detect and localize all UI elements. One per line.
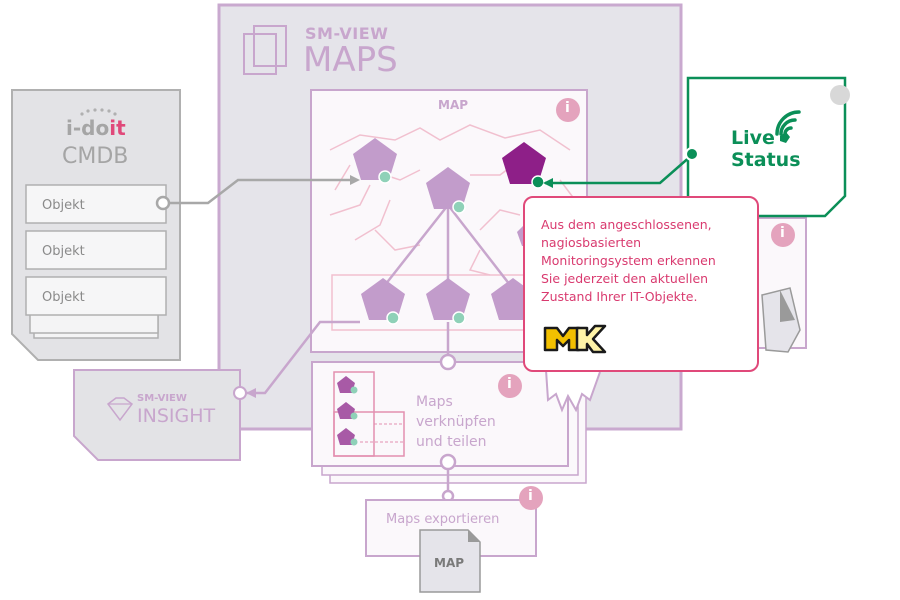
- tooltip-line: Zustand Ihrer IT-Objekte.: [541, 289, 698, 304]
- i-doit-logo-accent: it: [109, 116, 126, 140]
- insight-connector: [233, 320, 360, 400]
- cmdb-panel: [11, 89, 181, 361]
- cmdb-object-3: [25, 276, 167, 316]
- info-icons: [498, 85, 850, 510]
- link-share-line2: verknüpfen: [416, 414, 496, 430]
- tooltip-line: Aus dem angeschlossenen,: [541, 217, 712, 232]
- maps-title: MAPS: [303, 40, 398, 80]
- map-label: MAP: [438, 98, 469, 112]
- live-status-line1: Live: [731, 127, 775, 149]
- info-icon[interactable]: i: [528, 488, 533, 504]
- cmdb-connector: [155, 175, 360, 211]
- ribbon-icon: [545, 369, 601, 413]
- maps-prefix: SM-VIEW: [305, 24, 389, 43]
- export-box: [365, 499, 537, 593]
- map-node: [426, 278, 470, 320]
- cmdb-object-label[interactable]: Objekt: [42, 244, 85, 259]
- tooltip-line: Monitoringsystem erkennen: [541, 253, 716, 268]
- i-doit-logo: i-doit: [66, 116, 126, 140]
- insight-title: INSIGHT: [137, 405, 216, 427]
- cmdb-object-label[interactable]: Objekt: [42, 290, 85, 305]
- live-status-line2: Status: [731, 149, 801, 171]
- tooltip-line: nagiosbasierten: [541, 235, 642, 250]
- map-node: [361, 278, 405, 320]
- link-share-line1: Maps: [416, 394, 453, 410]
- insight-prefix: SM-VIEW: [137, 393, 187, 404]
- cmdb-object-label[interactable]: Objekt: [42, 198, 85, 213]
- monitoring-tooltip: Aus dem angeschlossenen, nagiosbasierten…: [523, 196, 759, 372]
- live-status-box: [686, 76, 847, 218]
- live-connector: [543, 147, 699, 188]
- map-node-alert: [502, 142, 546, 184]
- info-icon[interactable]: i: [507, 376, 512, 392]
- cmdb-title: CMDB: [62, 144, 129, 169]
- export-label[interactable]: Maps exportieren: [386, 512, 500, 527]
- i-doit-logo-text: i-do: [66, 116, 110, 140]
- cmdb-object-1: [25, 184, 167, 224]
- export-doc-label: MAP: [434, 556, 465, 570]
- link-share-line3: und teilen: [416, 434, 487, 450]
- map-node: [426, 167, 470, 209]
- cmdb-object-2: [25, 230, 167, 270]
- export-connectors: [439, 322, 457, 503]
- info-icon[interactable]: i: [780, 225, 785, 241]
- tooltip-line: Sie jederzeit den aktuellen: [541, 271, 709, 286]
- insight-box: [73, 369, 241, 461]
- info-icon[interactable]: i: [565, 100, 570, 116]
- mk-logo: [543, 322, 607, 361]
- map-node: [353, 138, 397, 180]
